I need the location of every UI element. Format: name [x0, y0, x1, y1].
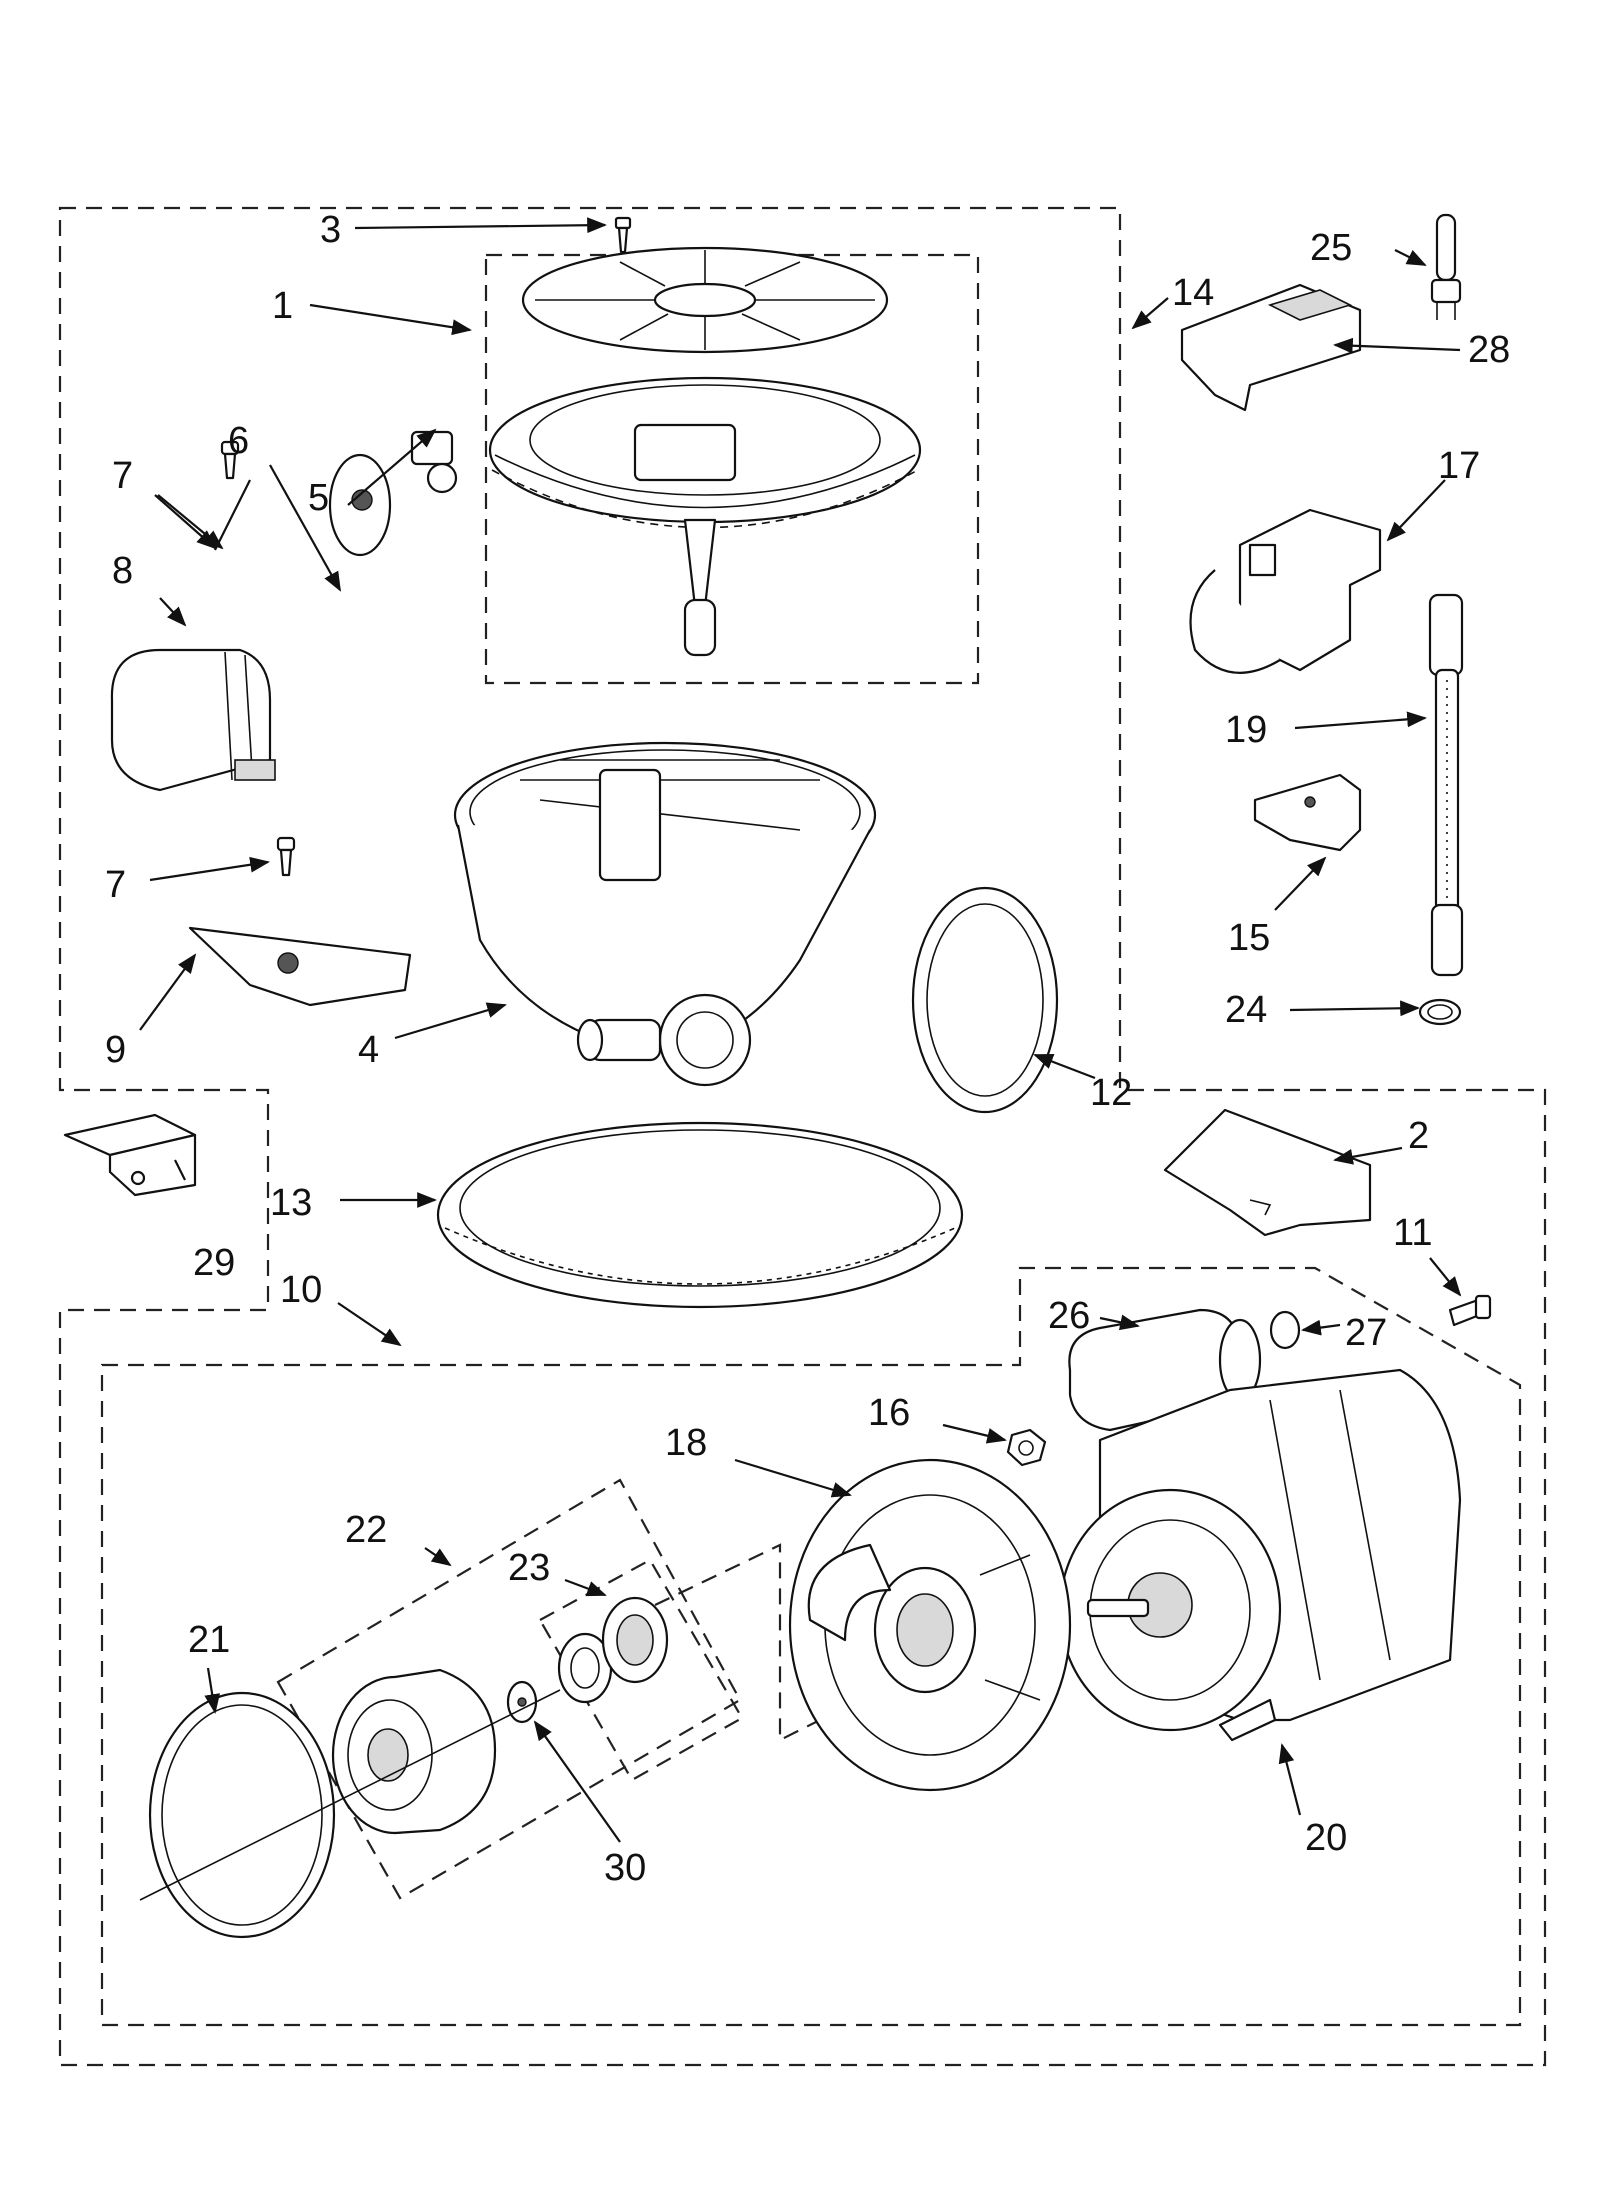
part-29-bracket	[63, 1113, 197, 1197]
callout-24: 24	[1225, 989, 1267, 1031]
callout-7-bottom: 7	[105, 864, 126, 906]
callout-11: 11	[1393, 1212, 1432, 1254]
callout-13: 13	[270, 1182, 312, 1224]
callout-labels: 3 1 6 7 5 8 7 9 4 12 13 29 10 2 11 14 25…	[105, 209, 1510, 1889]
callout-8: 8	[112, 550, 133, 592]
part-25-sensor	[1430, 213, 1462, 320]
part-11-screw	[1448, 1294, 1492, 1327]
leader-lines	[139, 217, 1462, 1843]
part-30-washer	[506, 1680, 538, 1724]
callout-21: 21	[188, 1619, 230, 1661]
part-7-screw-bottom	[276, 836, 296, 877]
callout-17: 17	[1438, 445, 1480, 487]
part-21-gasket	[148, 1691, 336, 1939]
callout-26: 26	[1048, 1295, 1090, 1337]
callout-5: 5	[308, 477, 329, 519]
callout-19: 19	[1225, 709, 1267, 751]
callout-22: 22	[345, 1509, 387, 1551]
housing-link-dash	[654, 1543, 821, 1742]
part-9-bracket	[188, 926, 412, 1007]
callout-4: 4	[358, 1029, 379, 1071]
part-5-gasket	[410, 430, 458, 494]
part-20-motor	[1058, 1368, 1462, 1742]
part-12-ring	[911, 886, 1059, 1114]
callout-14: 14	[1172, 272, 1214, 314]
part-13-seal	[436, 1121, 964, 1309]
part-15-clip	[1253, 773, 1362, 852]
pump-assembly-boundary	[100, 1266, 1522, 2027]
part-7-screw-top	[220, 440, 240, 480]
callout-29: 29	[193, 1242, 235, 1284]
part-18-housing	[788, 1458, 1072, 1792]
callout-18: 18	[665, 1422, 707, 1464]
part-1-filter	[488, 246, 922, 657]
callout-20: 20	[1305, 1817, 1347, 1859]
callout-2: 2	[1408, 1115, 1429, 1157]
callout-28: 28	[1468, 329, 1510, 371]
impeller-assembly-boundary	[276, 1478, 742, 1900]
callout-12: 12	[1090, 1072, 1132, 1114]
part-16-nut	[1006, 1428, 1047, 1467]
callout-15: 15	[1228, 917, 1270, 959]
part-3-screw	[614, 216, 632, 254]
callout-7-top: 7	[112, 455, 133, 497]
part-23-seal	[557, 1596, 669, 1704]
callout-6: 6	[228, 420, 249, 462]
callout-3: 3	[320, 209, 341, 251]
part-4-sump	[453, 741, 877, 1087]
callout-9: 9	[105, 1029, 126, 1071]
seal-assembly-boundary	[538, 1558, 744, 1782]
part-27-disc	[1269, 1310, 1301, 1350]
callout-23: 23	[508, 1547, 550, 1589]
callout-30: 30	[604, 1847, 646, 1889]
callout-10: 10	[280, 1269, 322, 1311]
part-2-shield	[1163, 1108, 1372, 1237]
callout-27: 27	[1345, 1312, 1387, 1354]
part-6-disc	[328, 453, 392, 557]
callout-25: 25	[1310, 227, 1352, 269]
part-17-diverter	[1189, 508, 1382, 674]
part-8-cover	[110, 648, 276, 792]
pump-axis-line	[139, 1689, 561, 1901]
part-19-hose	[1428, 593, 1464, 977]
callout-1: 1	[272, 285, 293, 327]
sump-assembly-boundary	[58, 206, 1547, 2067]
callout-16: 16	[868, 1392, 910, 1434]
part-24-clamp	[1418, 998, 1462, 1026]
part-22-impeller	[331, 1668, 497, 1835]
part-28-shield	[1180, 283, 1362, 412]
